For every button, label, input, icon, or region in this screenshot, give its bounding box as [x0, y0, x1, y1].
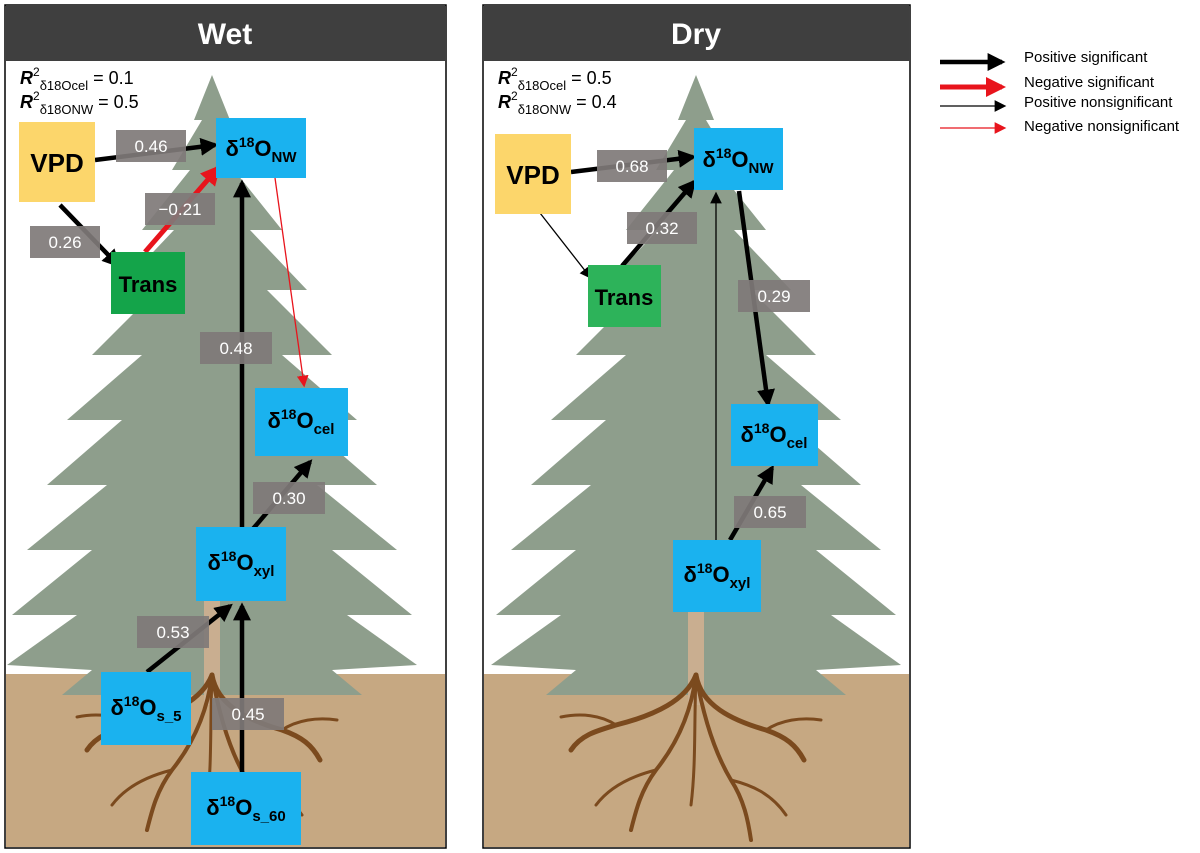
wet-vpd-box — [19, 122, 95, 202]
wet-coef-xyl-nw: 0.48 — [219, 339, 252, 358]
dry-coef-trans-nw: 0.32 — [645, 219, 678, 238]
dry-r2-nw: R2δ18ONW = 0.4 — [498, 89, 617, 117]
wet-coef-s5-xyl: 0.53 — [156, 623, 189, 642]
dry-xyl-box — [673, 540, 761, 612]
wet-coef-s60-xyl: 0.45 — [231, 705, 264, 724]
wet-nw-box — [216, 118, 306, 178]
wet-coef-xyl-nw-bg — [200, 332, 272, 364]
wet-cel-box — [255, 388, 348, 456]
dry-coef-vpd-nw: 0.68 — [615, 157, 648, 176]
wet-s60-box — [191, 772, 301, 845]
wet-xyl-label: δ18Oxyl — [208, 548, 275, 580]
wet-coef-trans-nw-bg — [145, 193, 215, 225]
dry-coef-trans-nw-bg — [627, 212, 697, 244]
wet-r2-cel: R2δ18Ocel = 0.1 — [20, 65, 134, 93]
dry-title: Dry — [671, 18, 721, 51]
wet-trans-label: Trans — [119, 272, 178, 297]
dry-coef-xyl-cel-bg — [734, 496, 806, 528]
legend-label-positive-nonsignificant: Positive nonsignificant — [1024, 94, 1173, 111]
dry-vpd-label: VPD — [506, 160, 559, 190]
wet-coef-xyl-cel: 0.30 — [272, 489, 305, 508]
legend: Positive significant Negative significan… — [940, 49, 1180, 135]
dry-arrow-vpd-trans — [539, 212, 592, 279]
dry-coef-vpd-nw-bg — [597, 150, 667, 182]
wet-coef-vpd-nw: 0.46 — [134, 137, 167, 156]
wet-coef-trans-nw: −0.21 — [158, 200, 201, 219]
dry-nw-label: δ18ONW — [702, 145, 774, 177]
wet-s60-label: δ18Os_60 — [206, 793, 285, 825]
wet-arrow-nw-cel — [274, 177, 309, 388]
dry-nw-box — [694, 128, 783, 190]
legend-label-positive-significant: Positive significant — [1024, 49, 1148, 66]
wet-trans-box — [111, 252, 185, 314]
legend-label-negative-nonsignificant: Negative nonsignificant — [1024, 118, 1180, 135]
dry-header — [484, 6, 909, 61]
dry-vpd-box — [495, 134, 571, 214]
wet-coef-vpd-trans-bg — [30, 226, 100, 258]
wet-s5-label: δ18Os_5 — [110, 693, 181, 725]
dry-coef-nw-cel-bg — [738, 280, 810, 312]
wet-s5-box — [101, 672, 191, 745]
dry-r2-cel: R2δ18Ocel = 0.5 — [498, 65, 612, 93]
legend-label-negative-significant: Negative significant — [1024, 74, 1155, 91]
dry-cel-label: δ18Ocel — [741, 420, 808, 452]
wet-coef-s5-xyl-bg — [137, 616, 209, 648]
wet-coef-vpd-trans: 0.26 — [48, 233, 81, 252]
wet-nw-label: δ18ONW — [225, 134, 297, 166]
wet-coef-vpd-nw-bg — [116, 130, 186, 162]
wet-cel-label: δ18Ocel — [268, 406, 335, 438]
dry-cel-box — [731, 404, 818, 466]
wet-coef-s60-xyl-bg — [212, 698, 284, 730]
wet-xyl-box — [196, 527, 286, 601]
wet-vpd-label: VPD — [30, 148, 83, 178]
dry-panel: Dry R2δ18Ocel = 0.5 R2δ18ONW = 0.4 VPD T… — [482, 4, 911, 849]
dry-trans-label: Trans — [595, 285, 654, 310]
wet-title: Wet — [198, 18, 252, 51]
wet-coef-xyl-cel-bg — [253, 482, 325, 514]
dry-xyl-label: δ18Oxyl — [684, 560, 751, 592]
wet-r2-nw: R2δ18ONW = 0.5 — [20, 89, 139, 117]
wet-panel: Wet R2δ18Ocel = 0.1 R2δ18ONW = 0.5 VPD T… — [4, 4, 447, 849]
dry-coef-xyl-cel: 0.65 — [753, 503, 786, 522]
wet-header — [6, 6, 445, 61]
dry-coef-nw-cel: 0.29 — [757, 287, 790, 306]
dry-trans-box — [588, 265, 661, 327]
